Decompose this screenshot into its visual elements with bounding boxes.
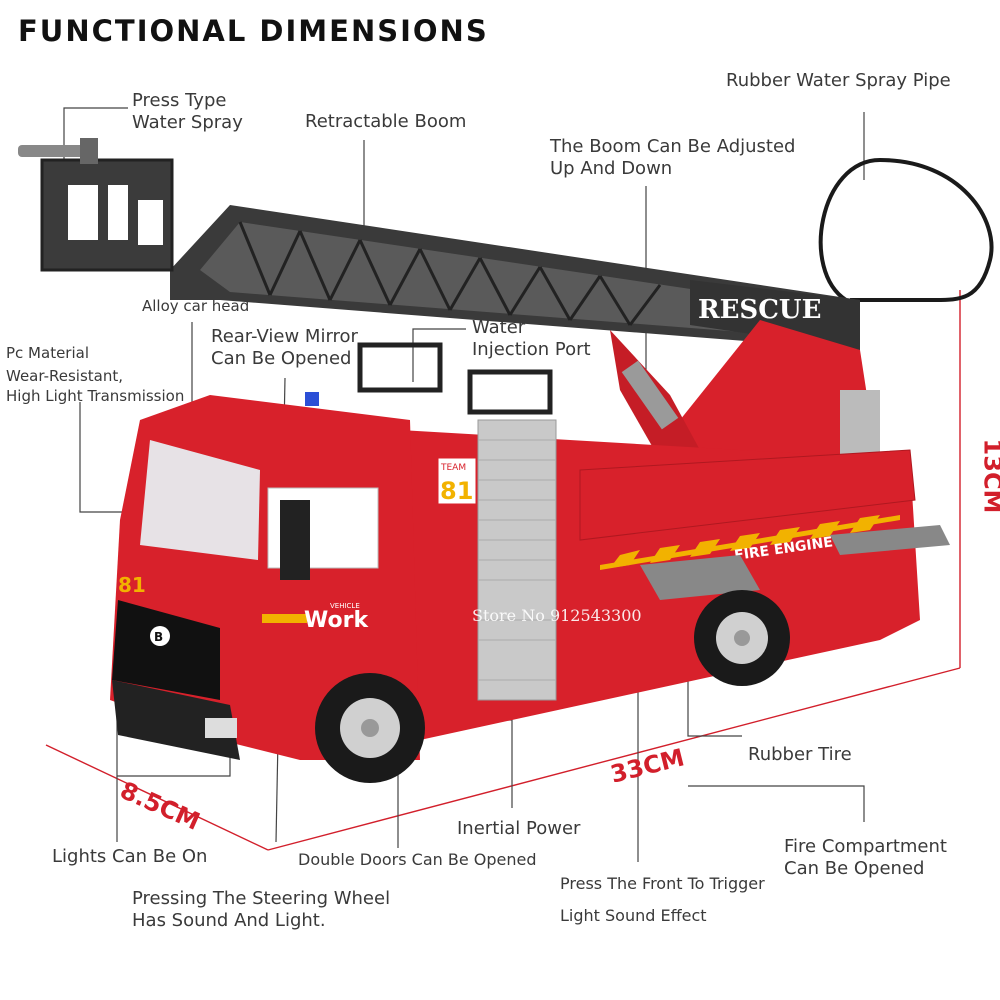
- svg-text:B: B: [154, 630, 163, 644]
- lights-label: Lights Can Be On: [52, 846, 208, 867]
- vehicle-text: VEHICLE: [330, 602, 360, 610]
- inertial-power-label: Inertial Power: [457, 818, 581, 839]
- rear-wheel: [694, 590, 790, 686]
- store-watermark: Store No 912543300: [472, 606, 642, 625]
- double-doors-label: Double Doors Can Be Opened: [298, 850, 537, 869]
- boom: RESCUE: [18, 138, 860, 350]
- rubber-pipe-label: Rubber Water Spray Pipe: [726, 70, 951, 91]
- work-text: Work: [304, 608, 369, 633]
- rubber-tire-label: Rubber Tire: [748, 744, 852, 765]
- front-wheel: [315, 673, 425, 783]
- alloy-head-label: Alloy car head: [142, 297, 250, 315]
- rescue-text: RESCUE: [698, 295, 821, 325]
- cab-number: 81: [118, 573, 146, 597]
- team-text: TEAM: [440, 463, 466, 473]
- retractable-boom-label: Retractable Boom: [305, 111, 467, 132]
- wear-resistant-label: Wear-Resistant,High Light Transmission: [6, 367, 185, 405]
- height-dimension: 13CM: [978, 438, 1000, 514]
- truck-cab: B 81 Work VEHICLE: [110, 392, 420, 760]
- pc-material-label: Pc Material: [6, 344, 89, 362]
- truck-body: FIRE ENGINE TEAM 81: [357, 342, 950, 740]
- page-title: FUNCTIONAL DIMENSIONS: [18, 14, 489, 48]
- team-number: 81: [440, 477, 473, 505]
- dimension-lines: [45, 290, 961, 851]
